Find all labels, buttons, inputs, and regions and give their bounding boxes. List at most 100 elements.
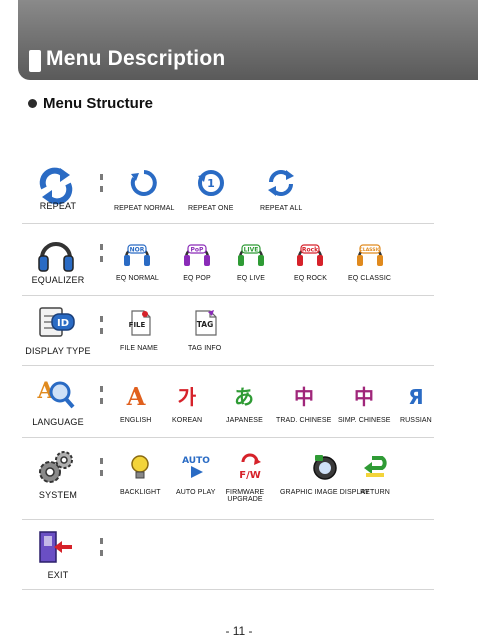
exit-icon [39,531,72,563]
option-file-name: FILE FILE NAME [120,308,158,352]
eq-rock-tag: Rock [302,247,319,254]
option-label: EQ ROCK [294,275,327,282]
korean-letter-icon: 가 [178,385,197,409]
menu-row-language: A LANGUAGE A ENGLISH 가 KOREAN あ JAPANESE… [22,366,434,438]
eq-pop-tag: PoP [191,247,205,254]
english-letter-icon: A [125,382,145,410]
option-label: RUSSIAN [400,417,432,424]
option-label: TAG INFO [188,345,222,352]
auto-play-tag: AUTO [182,456,210,466]
eq-classic-tag: CLASSIC [359,247,381,253]
option-auto-play: AUTO AUTO PLAY [176,452,216,496]
menu-label-exit: EXIT [47,570,69,580]
simp-chinese-letter-icon: 中 [354,385,374,409]
id-card-icon: ID [39,307,75,337]
option-repeat-one: 1 REPEAT ONE [188,168,233,212]
page-number: - 11 - [225,624,253,638]
repeat-icon [39,167,73,205]
gears-icon [39,451,73,483]
svg-text:ID: ID [57,318,69,329]
option-label: EQ POP [183,275,211,282]
file-name-tag: FILE [129,321,146,329]
option-eq-rock: Rock EQ ROCK [294,238,327,282]
bullet-icon [28,99,37,108]
header-tab-marker [29,50,41,72]
firmware-icon: F/W [239,453,261,481]
row-separator [100,538,103,562]
lightbulb-icon [131,455,150,479]
trad-chinese-letter-icon: 中 [294,385,314,409]
eq-live-icon: LIVE [238,244,264,266]
russian-letter-icon: Я [408,385,423,409]
option-eq-live: LIVE EQ LIVE [236,238,266,282]
eq-pop-icon: PoP [184,244,210,266]
page-title: Menu Description [46,47,226,70]
option-english: A ENGLISH [120,380,151,424]
menu-label-equalizer: EQUALIZER [31,275,85,285]
option-repeat-all: REPEAT ALL [260,168,302,212]
option-tag-info: TAG TAG INFO [188,308,221,352]
option-eq-classic: CLASSIC EQ CLASSIC [348,238,391,282]
option-label: EQ LIVE [237,275,265,282]
option-label: GRAPHIC IMAGE DISPLAY [280,489,370,496]
menu-row-display-type: ID DISPLAY TYPE FILE FILE NAME TAG TAG I… [22,296,434,366]
korean-glyph: 가 [178,385,197,409]
menu-row-repeat: REPEAT REPEAT NORMAL 1 REPEAT ONE REPEAT… [22,160,434,224]
row-separator [100,458,103,482]
option-repeat-normal: REPEAT NORMAL [114,168,175,212]
language-magnifier-icon: A [36,378,75,409]
page-header-banner: Menu Description [18,0,478,80]
repeat-one-icon: 1 [197,170,224,196]
option-simp-chinese: 中 SIMP. CHINESE [338,380,391,424]
eq-normal-icon: NOR [124,244,151,266]
menu-label-repeat: REPEAT [39,201,77,211]
section-title: Menu Structure [43,95,154,112]
row-separator [100,244,103,268]
row-separator [100,174,103,198]
row-separator [100,316,103,340]
option-backlight: BACKLIGHT [120,452,161,496]
russian-glyph: Я [408,385,423,409]
menu-label-display-type: DISPLAY TYPE [25,346,91,356]
option-korean: 가 KOREAN [172,380,202,424]
return-arrow-icon [364,456,387,477]
option-label: REPEAT NORMAL [114,205,175,212]
repeat-all-icon [268,170,295,196]
japanese-letter-icon: あ [234,385,254,409]
option-label: RETURN [360,489,390,496]
tag-info-tag: TAG [196,320,213,329]
repeat-normal-icon [131,170,158,196]
option-label: REPEAT ALL [260,205,303,212]
option-label: BACKLIGHT [120,489,161,496]
option-label: FIRMWARE UPGRADE [225,489,265,503]
option-label: ENGLISH [120,417,152,424]
option-firmware-upgrade: F/W FIRMWARE UPGRADE [226,452,269,503]
option-label: EQ CLASSIC [348,275,392,282]
option-label: REPEAT ONE [188,205,234,212]
menu-label-language: LANGUAGE [32,417,84,427]
row-separator [100,386,103,410]
tag-info-icon: TAG [195,310,217,336]
option-russian: Я RUSSIAN [400,380,432,424]
option-trad-chinese: 中 TRAD. CHINESE [276,380,331,424]
option-label: JAPANESE [226,417,263,424]
option-graphic-image-display: GRAPHIC IMAGE DISPLAY [280,452,370,496]
option-eq-normal: NOR EQ NORMAL [116,238,159,282]
section-heading: Menu Structure [28,95,153,112]
english-glyph: A [125,382,145,410]
menu-label-system: SYSTEM [38,490,78,500]
eq-classic-icon: CLASSIC [356,244,383,266]
menu-row-equalizer: EQUALIZER NOR EQ NORMAL PoP EQ POP LIVE … [22,224,434,296]
menu-row-system: SYSTEM BACKLIGHT AUTO AUTO PLAY F/W FIRM… [22,438,434,520]
trad-chinese-glyph: 中 [294,385,314,409]
graphic-display-icon [313,455,337,480]
option-label: FILE NAME [120,345,158,352]
eq-rock-icon: Rock [297,244,324,266]
option-label: TRAD. CHINESE [276,417,332,424]
option-label: SIMP. CHINESE [338,417,391,424]
option-label: KOREAN [172,417,203,424]
simp-chinese-glyph: 中 [354,385,374,409]
eq-normal-tag: NOR [130,247,145,254]
firmware-tag: F/W [239,470,261,481]
japanese-glyph: あ [234,385,254,409]
